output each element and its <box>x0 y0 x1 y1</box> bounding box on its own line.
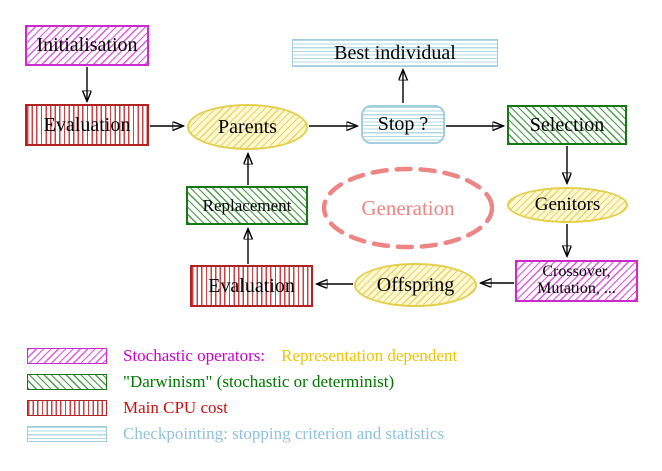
node-evaluation-bottom-label: Evaluation <box>208 274 295 297</box>
legend-row-checkpointing: Checkpointing: stopping criterion and st… <box>27 424 444 444</box>
legend-row-cpu-cost: Main CPU cost <box>27 398 228 418</box>
legend-row-darwinism: "Darwinism" (stochastic or determinist) <box>27 372 394 392</box>
legend-label-main-cpu-cost: Main CPU cost <box>123 398 228 417</box>
node-genitors-label: Genitors <box>534 194 601 216</box>
node-stop: Stop ? <box>361 105 445 144</box>
node-stop-label: Stop ? <box>377 113 429 135</box>
node-replacement-label: Replacement <box>202 195 292 215</box>
node-parents: Parents <box>187 104 308 150</box>
legend-swatch-cyan-stripes <box>27 426 107 442</box>
node-crossover-mutation: Crossover, Mutation, ... <box>515 260 638 302</box>
legend-swatch-magenta-hatch <box>27 348 107 364</box>
node-crossover-label-line2: Mutation, ... <box>537 280 616 297</box>
node-initialisation-label: Initialisation <box>36 34 138 56</box>
legend-row-stochastic: Stochastic operators: Representation dep… <box>27 346 457 366</box>
node-evaluation-top: Evaluation <box>25 104 149 146</box>
legend-label-darwinism: "Darwinism" (stochastic or determinist) <box>123 372 395 391</box>
node-best-individual: Best individual <box>292 39 498 67</box>
node-selection-label: Selection <box>529 113 605 136</box>
node-selection: Selection <box>507 105 627 145</box>
legend-label-stochastic-operators: Stochastic operators: <box>123 346 266 365</box>
node-evaluation-top-label: Evaluation <box>43 113 131 136</box>
node-initialisation: Initialisation <box>25 25 149 66</box>
node-offspring: Offspring <box>354 263 477 307</box>
legend-label-checkpointing: Checkpointing: stopping criterion and st… <box>123 424 445 443</box>
node-crossover-label-line1: Crossover, <box>542 263 611 281</box>
legend-label-representation-dependent: Representation dependent <box>281 346 458 365</box>
node-parents-label: Parents <box>218 115 277 138</box>
node-generation-label: Generation <box>361 195 455 220</box>
legend-swatch-green-hatch <box>27 374 107 390</box>
node-evaluation-bottom: Evaluation <box>190 265 313 307</box>
generation-dashed-ellipse <box>321 166 495 250</box>
node-replacement: Replacement <box>186 186 308 225</box>
node-genitors: Genitors <box>507 187 628 223</box>
legend-swatch-red-stripes <box>27 400 107 416</box>
node-generation: Generation <box>320 166 496 250</box>
node-best-individual-label: Best individual <box>334 41 456 64</box>
node-offspring-label: Offspring <box>376 273 455 296</box>
